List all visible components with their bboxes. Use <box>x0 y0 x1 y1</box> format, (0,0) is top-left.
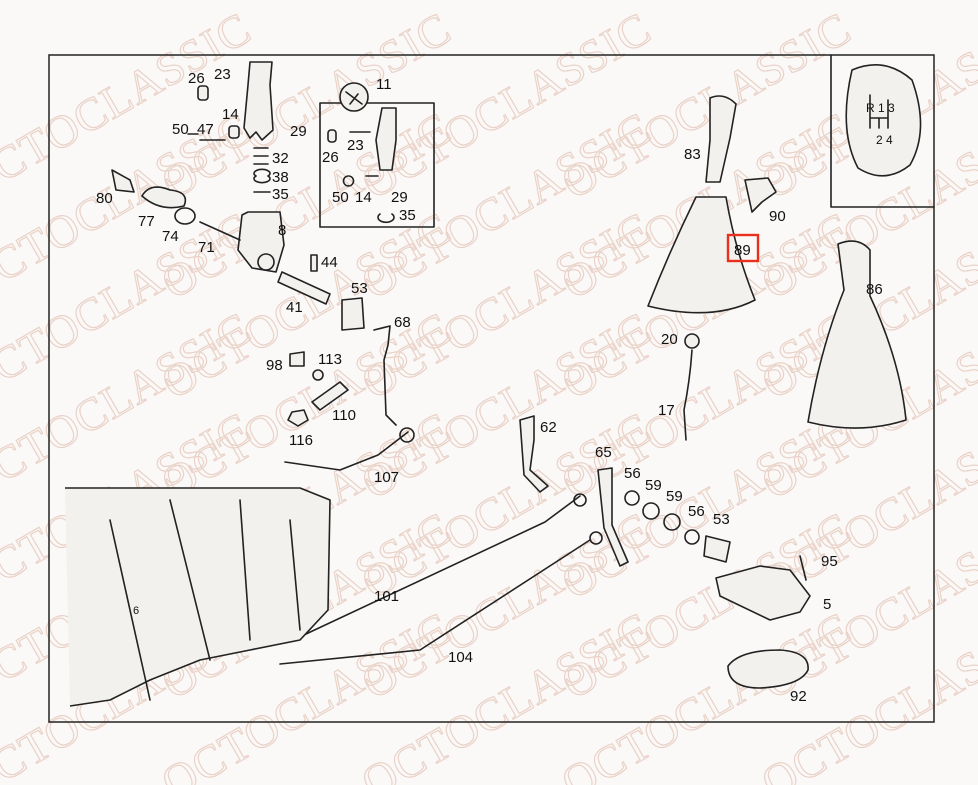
label-77: 77 <box>138 213 155 230</box>
label-35a: 35 <box>272 186 289 203</box>
label-104: 104 <box>448 649 473 666</box>
diagram-frame <box>48 54 935 723</box>
shift-pattern-bottom: 2 4 <box>876 133 893 147</box>
label-29b: 29 <box>391 189 408 206</box>
label-83: 83 <box>684 146 701 163</box>
callout-labels: 26 23 14 50 47 29 32 38 35 80 77 74 71 8… <box>96 66 883 705</box>
detail-inset-11 <box>319 82 435 228</box>
label-29a: 29 <box>290 123 307 140</box>
label-20: 20 <box>661 331 678 348</box>
label-17: 17 <box>658 402 675 419</box>
label-95: 95 <box>821 553 838 570</box>
label-47: 47 <box>197 121 214 138</box>
label-32: 32 <box>272 150 289 167</box>
label-50b: 50 <box>332 189 349 206</box>
shift-rods <box>279 415 811 689</box>
shift-pattern-inset: R 1 3 2 4 <box>830 54 935 208</box>
label-86: 86 <box>866 281 883 298</box>
linkage-parts <box>277 254 415 471</box>
label-26b: 26 <box>322 149 339 166</box>
label-26a: 26 <box>188 70 205 87</box>
label-90: 90 <box>769 208 786 225</box>
label-113: 113 <box>318 351 342 368</box>
highlight-box <box>726 233 760 263</box>
label-110: 110 <box>332 407 356 424</box>
gear-lever-assembly <box>111 61 285 273</box>
label-92: 92 <box>790 688 807 705</box>
label-107: 107 <box>374 469 399 486</box>
label-35b: 35 <box>399 207 416 224</box>
label-50a: 50 <box>172 121 189 138</box>
label-80: 80 <box>96 190 113 207</box>
label-74: 74 <box>162 228 179 245</box>
label-59a: 59 <box>645 477 662 494</box>
label-23b: 23 <box>347 137 364 154</box>
label-14a: 14 <box>222 106 239 123</box>
label-53a: 53 <box>351 280 368 297</box>
knob-and-boots <box>647 95 907 441</box>
label-14b: 14 <box>355 189 372 206</box>
label-98: 98 <box>266 357 283 374</box>
label-5: 5 <box>823 596 831 613</box>
label-59b: 59 <box>666 488 683 505</box>
label-101: 101 <box>374 588 399 605</box>
label-38: 38 <box>272 169 289 186</box>
shift-pattern-top: R 1 3 <box>866 101 895 115</box>
label-41: 41 <box>286 299 303 316</box>
label-71: 71 <box>198 239 215 256</box>
label-23a: 23 <box>214 66 231 83</box>
label-116: 116 <box>289 432 313 449</box>
label-53b: 53 <box>713 511 730 528</box>
transmission-housing <box>65 487 331 707</box>
label-56b: 56 <box>688 503 705 520</box>
label-56a: 56 <box>624 465 641 482</box>
label-68: 68 <box>394 314 411 331</box>
label-62: 62 <box>540 419 557 436</box>
label-6: 6 <box>133 605 139 617</box>
label-65: 65 <box>595 444 612 461</box>
label-44: 44 <box>321 254 338 271</box>
label-8: 8 <box>278 222 286 239</box>
label-89: 89 <box>734 242 751 259</box>
label-11: 11 <box>376 76 392 93</box>
